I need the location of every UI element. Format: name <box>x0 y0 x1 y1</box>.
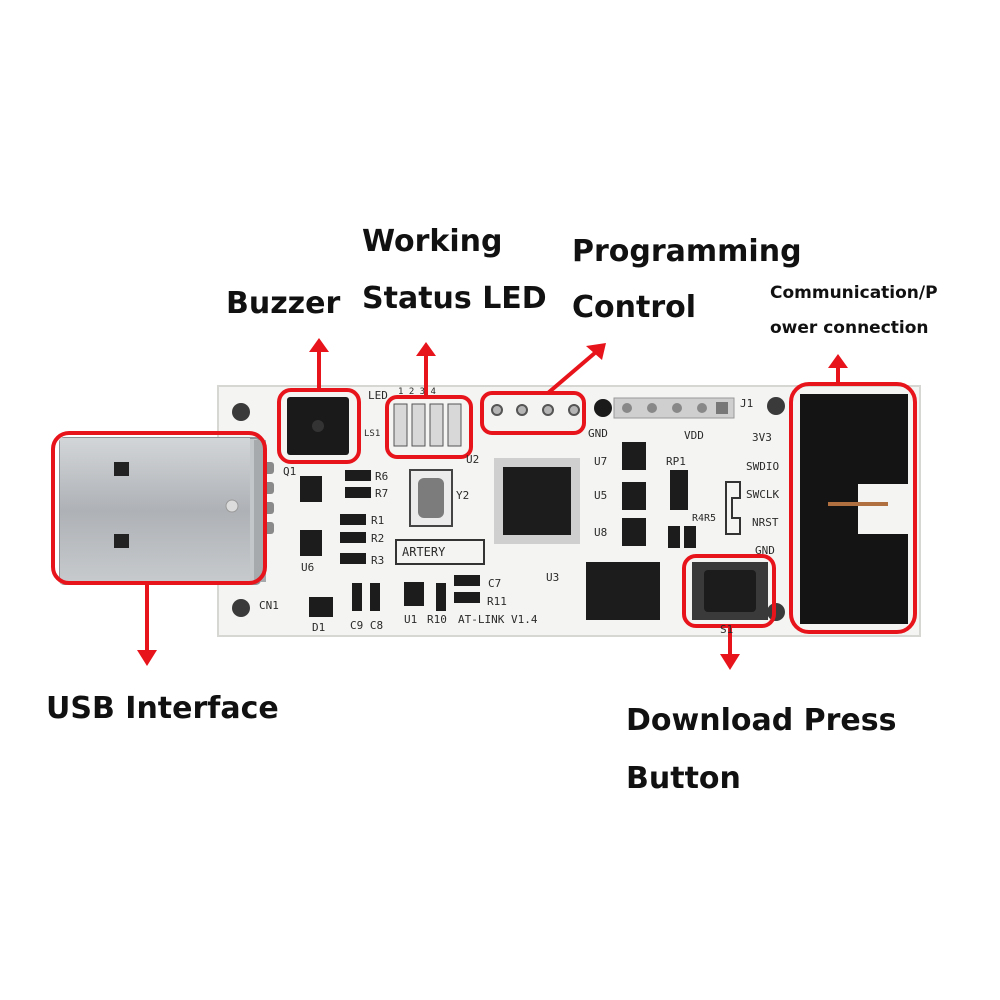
programming-pads <box>491 404 580 416</box>
silk-pin-gnd: GND <box>755 544 775 557</box>
silk-j1: J1 <box>740 397 754 410</box>
silk-vdd: VDD <box>684 429 704 442</box>
silk-u6: U6 <box>301 561 315 574</box>
silk-u8: U8 <box>594 526 608 539</box>
crystal <box>409 469 453 527</box>
brand-logo <box>395 539 485 565</box>
silk-u3: U3 <box>546 571 560 584</box>
usb-highlight-box <box>51 431 267 585</box>
download-button <box>692 562 768 620</box>
label-button: Button <box>626 761 741 796</box>
silk-pin-swclk: SWCLK <box>746 488 780 501</box>
label-communication: Communication/P <box>770 283 938 303</box>
silk-r3: R3 <box>371 554 385 567</box>
silk-s1: S1 <box>720 623 734 636</box>
label-programming: Programming <box>572 234 802 269</box>
highlight-boxes <box>51 382 917 634</box>
silk-led: LED <box>368 389 388 402</box>
silk-r1: R1 <box>371 514 385 527</box>
silk-q1: Q1 <box>283 465 297 478</box>
label-download-press: Download Press <box>626 703 897 738</box>
silk-r11: R11 <box>487 595 507 608</box>
label-buzzer: Buzzer <box>226 286 341 321</box>
silk-u1: U1 <box>404 613 418 626</box>
silk-ls1: LS1 <box>364 429 381 439</box>
buffer-chips <box>586 442 688 620</box>
silk-cn1: CN1 <box>259 599 279 612</box>
label-control: Control <box>572 290 697 325</box>
silk-pin-swdio: SWDIO <box>746 460 780 473</box>
small-chips <box>300 476 424 617</box>
mounting-hole <box>767 397 785 415</box>
silk-u7: U7 <box>594 455 608 468</box>
silk-r7: R7 <box>375 487 389 500</box>
passives <box>340 470 696 611</box>
buzzer <box>287 397 349 455</box>
mcu-chip <box>494 458 580 544</box>
silk-led-numbers: 1 2 3 4 <box>398 387 436 397</box>
silk-r2: R2 <box>371 532 385 545</box>
led-highlight-box <box>385 395 473 459</box>
silk-pin-nrst: NRST <box>752 516 779 529</box>
label-working: Working <box>362 224 503 259</box>
silk-rp1: RP1 <box>666 455 686 468</box>
silk-c9c8: C9 C8 <box>350 619 384 632</box>
connector-highlight-box <box>789 382 917 634</box>
silk-pin-3v3: 3V3 <box>752 431 772 444</box>
mounting-hole <box>232 403 250 421</box>
callout-arrows <box>137 338 848 670</box>
idc-connector <box>800 394 910 624</box>
programming-highlight-box <box>480 391 586 435</box>
silk-d1: D1 <box>312 621 326 634</box>
label-power-connection: ower connection <box>770 318 929 338</box>
silk-r4r5: R4R5 <box>692 513 717 524</box>
silk-r10: R10 <box>427 613 447 626</box>
silk-brand: ARTERY <box>402 545 446 559</box>
silk-gnd-top: GND <box>588 427 608 440</box>
silk-c7: C7 <box>488 577 502 590</box>
silk-u2: U2 <box>466 453 480 466</box>
silk-y2: Y2 <box>456 489 470 502</box>
label-usb-interface: USB Interface <box>46 691 279 726</box>
silk-r6: R6 <box>375 470 389 483</box>
usb-plug <box>59 437 266 585</box>
status-leds <box>393 403 462 447</box>
j1-header <box>594 397 735 419</box>
silk-at-link: AT-LINK V1.4 <box>458 613 538 626</box>
silk-u5: U5 <box>594 489 608 502</box>
label-status-led: Status LED <box>362 281 547 316</box>
mounting-hole <box>232 599 250 617</box>
